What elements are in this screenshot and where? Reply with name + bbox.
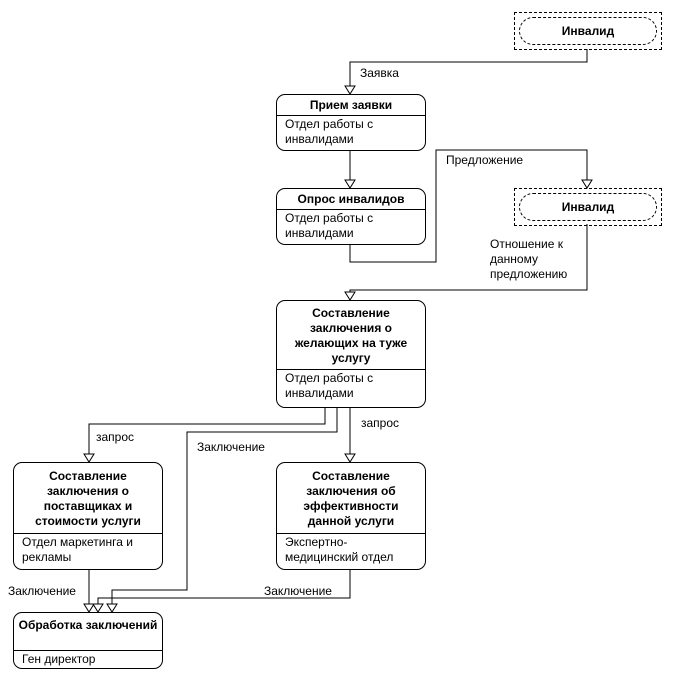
- process-department: Отдел работы с инвалидами: [285, 211, 374, 240]
- process-title: Прием заявки: [277, 95, 425, 116]
- arrowhead-3: [581, 179, 593, 189]
- process-sostavlenie-postavshchikah: Составление заключения о поставщиках и с…: [13, 462, 163, 570]
- process-department: Ген директор: [22, 652, 96, 666]
- process-title: Обработка заключений: [14, 613, 162, 651]
- arrowhead-2: [344, 179, 356, 189]
- arrowhead-1: [344, 85, 356, 95]
- flow-label-predlozhenie: Предложение: [446, 153, 524, 167]
- process-sostavlenie-zhelayushchih: Составление заключения о желающих на туж…: [276, 300, 426, 408]
- process-opros-invalidov: Опрос инвалидов Отдел работы с инвалидам…: [276, 188, 426, 245]
- flow-label-zapros-right: запрос: [361, 416, 400, 430]
- external-entity-invalid-middle: Инвалид: [514, 188, 662, 226]
- process-title: Составление заключения об эффективности …: [277, 463, 425, 534]
- arrowhead-9: [106, 603, 118, 613]
- process-title: Составление заключения о желающих на туж…: [277, 301, 425, 370]
- arrowhead-8: [92, 603, 104, 613]
- arrowhead-6: [344, 453, 356, 463]
- external-entity-label: Инвалид: [519, 17, 657, 45]
- flow-label-zapros-left: запрос: [96, 430, 135, 444]
- flow-label-zaklyuchenie-right: Заключение: [264, 584, 332, 598]
- process-department: Экспертно- медицинский отдел: [285, 535, 394, 564]
- flow-label-zaklyuchenie-left: Заключение: [8, 584, 76, 598]
- flow-line-zakl-center: [111, 407, 338, 612]
- process-priem-zayavki: Прием заявки Отдел работы с инвалидами: [276, 94, 426, 151]
- flow-label-zaklyuchenie-center: Заключение: [197, 440, 265, 454]
- arrowhead-5: [83, 453, 95, 463]
- flow-line-zayavka: [349, 49, 588, 94]
- flow-line-zapros-left: [88, 407, 326, 462]
- process-title: Составление заключения о поставщиках и с…: [14, 463, 162, 534]
- flow-line-predlozhenie: [349, 149, 588, 263]
- process-sostavlenie-effektivnosti: Составление заключения об эффективности …: [276, 462, 426, 570]
- process-department: Отдел работы с инвалидами: [285, 117, 374, 146]
- flow-label-otnoshenie: Отношение к данному предложению: [490, 237, 568, 281]
- process-obrabotka-zaklyucheniy: Обработка заключений Ген директор: [13, 612, 163, 669]
- external-entity-label: Инвалид: [519, 193, 657, 221]
- process-department: Отдел маркетинга и рекламы: [22, 535, 133, 564]
- arrowhead-4: [344, 291, 356, 301]
- process-title: Опрос инвалидов: [277, 189, 425, 210]
- flow-label-zayavka: Заявка: [360, 66, 399, 80]
- arrowhead-7: [83, 603, 95, 613]
- process-department: Отдел работы с инвалидами: [285, 371, 374, 400]
- external-entity-invalid-top: Инвалид: [514, 12, 662, 50]
